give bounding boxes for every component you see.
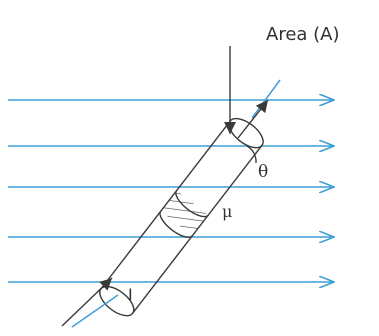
- axis-line-lower: [71, 294, 119, 328]
- cylinder-top-cap: [228, 117, 264, 149]
- current-label: I: [128, 285, 133, 304]
- axis-arrow-top: [237, 99, 269, 139]
- ring-edge: [159, 210, 193, 238]
- ring-edge: [175, 190, 209, 218]
- cylinder-side: [100, 120, 231, 290]
- axis-line-upper: [251, 79, 281, 119]
- hatched-section: [160, 190, 209, 236]
- field-lines: [8, 100, 334, 282]
- cylinder: [99, 117, 264, 317]
- permeability-label: μ: [222, 202, 232, 221]
- angle-arc: [246, 145, 257, 164]
- angle-label: θ: [258, 162, 268, 182]
- current-arrow: [61, 277, 113, 327]
- area-label: Area (A): [266, 24, 340, 45]
